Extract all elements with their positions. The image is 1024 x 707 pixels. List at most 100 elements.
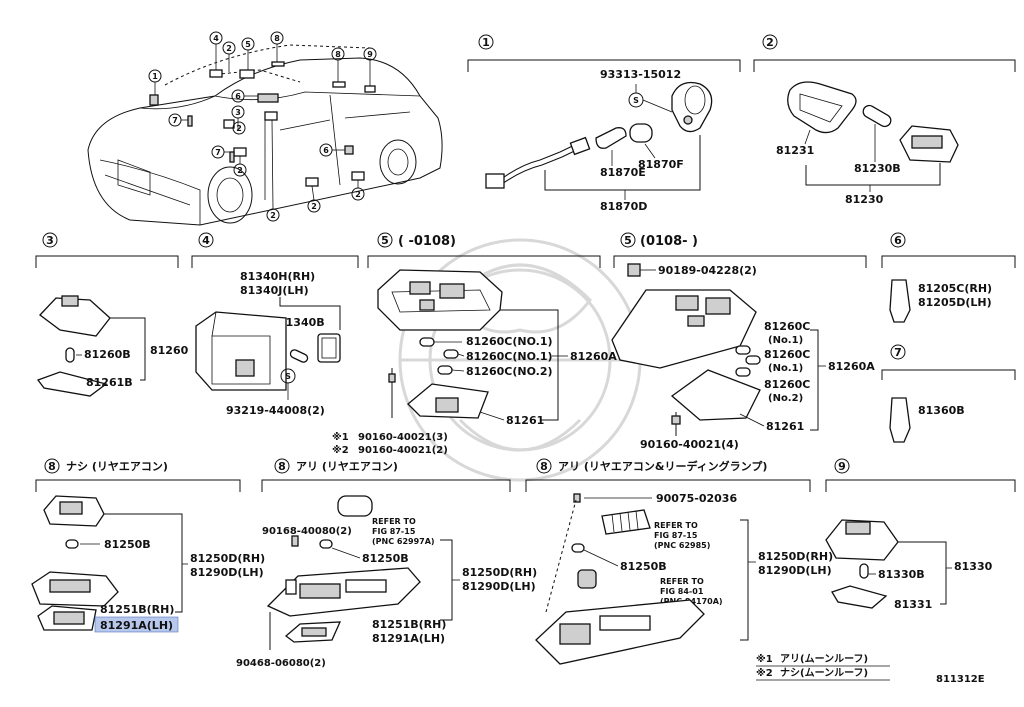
svg-text:81340J(LH): 81340J(LH) (240, 284, 309, 297)
svg-text:7: 7 (215, 148, 221, 157)
car-callout-2f[interactable]: 2 (351, 180, 365, 201)
svg-text:81340H(RH): 81340H(RH) (240, 270, 315, 283)
svg-text:81360B: 81360B (918, 404, 965, 417)
svg-text:81870E: 81870E (600, 166, 646, 179)
svg-text:2: 2 (311, 202, 317, 211)
part-81291A-highlighted[interactable]: 81291A(LH) (100, 619, 173, 632)
svg-text:(No.1): (No.1) (768, 335, 803, 346)
svg-text:90468-06080(2): 90468-06080(2) (236, 658, 326, 669)
svg-text:3: 3 (46, 234, 54, 247)
svg-text:90189-04228(2): 90189-04228(2) (658, 264, 757, 277)
svg-text:81250D(RH): 81250D(RH) (190, 552, 265, 565)
svg-text:81230: 81230 (845, 193, 884, 206)
svg-text:81260C(NO.1): 81260C(NO.1) (466, 335, 553, 348)
highlight-81291A (94, 616, 179, 633)
section-2: 2 81231 81230B 81230 (753, 34, 1016, 206)
svg-text:81260C: 81260C (764, 320, 810, 333)
svg-text:81261: 81261 (766, 420, 804, 433)
svg-text:93219-44008(2): 93219-44008(2) (226, 404, 325, 417)
section-8c: 8 アリ (リヤエアコン&リーディングランプ) 90075-02036 REFE… (525, 458, 833, 665)
svg-text:(PNC 62985): (PNC 62985) (654, 541, 710, 550)
section-1: 1 93313-15012 S 81870E 81870F 81870D (467, 34, 741, 213)
svg-text:2: 2 (766, 36, 774, 49)
car-callout-1[interactable]: 1 (148, 69, 162, 95)
car-callout-9[interactable]: 9 (363, 47, 377, 86)
svg-text:81260A: 81260A (828, 360, 875, 373)
svg-text:81331: 81331 (894, 598, 932, 611)
svg-text:81260C(NO.2): 81260C(NO.2) (466, 365, 553, 378)
svg-text:4: 4 (213, 34, 219, 43)
svg-text:81231: 81231 (776, 144, 814, 157)
svg-text:S: S (633, 96, 639, 105)
svg-text:アリ(ムーンルーフ): アリ(ムーンルーフ) (780, 653, 868, 665)
car-callout-2d[interactable]: 2 (266, 119, 280, 222)
svg-text:5: 5 (624, 234, 632, 247)
svg-text:FIG 87-15: FIG 87-15 (372, 527, 416, 536)
figure-id: 811312E (936, 674, 985, 685)
svg-text:(PNC 62997A): (PNC 62997A) (372, 537, 435, 546)
car-callout-3[interactable]: 3 (231, 105, 245, 130)
car-callout-7b[interactable]: 7 (211, 145, 230, 159)
car-callout-2b[interactable]: 2 (232, 121, 246, 135)
svg-text:81870F: 81870F (638, 158, 684, 171)
svg-text:81205D(LH): 81205D(LH) (918, 296, 992, 309)
svg-text:2: 2 (237, 166, 243, 175)
svg-text:7: 7 (894, 346, 902, 359)
svg-text:2: 2 (355, 190, 361, 199)
svg-text:(0108- ): (0108- ) (640, 234, 698, 249)
svg-text:(No.2): (No.2) (768, 393, 803, 404)
svg-text:1: 1 (482, 36, 490, 49)
svg-text:※2: ※2 (332, 444, 349, 456)
car-callout-5[interactable]: 5 (241, 37, 255, 70)
car-callout-6b[interactable]: 6 (319, 143, 345, 157)
svg-text:81250B: 81250B (362, 552, 409, 565)
footnotes: ※1 アリ(ムーンルーフ) ※2 ナシ(ムーンルーフ) (756, 653, 890, 681)
section-5b: 5 (0108- ) 90189-04228(2) 81260C (No.1) … (611, 232, 875, 451)
svg-text:90160-40021(3): 90160-40021(3) (358, 432, 448, 443)
car-callout-7a[interactable]: 7 (168, 113, 188, 127)
svg-text:アリ (リヤエアコン&リーディングランプ): アリ (リヤエアコン&リーディングランプ) (558, 459, 767, 473)
svg-text:( -0108): ( -0108) (398, 234, 456, 249)
svg-text:※2: ※2 (756, 667, 773, 679)
car-callout-2a[interactable]: 2 (222, 41, 236, 72)
car-callout-6a[interactable]: 6 (231, 89, 258, 103)
section-4: 4 81340H(RH) 81340J(LH) 81340B S 93219-4… (191, 232, 359, 417)
svg-text:81250D(RH): 81250D(RH) (758, 550, 833, 563)
svg-text:6: 6 (235, 92, 241, 101)
svg-text:5: 5 (245, 40, 251, 49)
svg-text:2: 2 (226, 44, 232, 53)
svg-text:81250B: 81250B (104, 538, 151, 551)
svg-text:5: 5 (381, 234, 389, 247)
svg-text:81260A: 81260A (570, 350, 617, 363)
svg-text:REFER TO: REFER TO (660, 577, 704, 586)
svg-text:81251B(RH): 81251B(RH) (372, 618, 446, 631)
svg-text:81260C: 81260C (764, 348, 810, 361)
svg-text:2: 2 (236, 124, 242, 133)
svg-text:6: 6 (894, 234, 902, 247)
svg-text:S: S (285, 372, 291, 381)
car-callout-2e[interactable]: 2 (307, 185, 321, 213)
svg-text:FIG 84-01: FIG 84-01 (660, 587, 704, 596)
section-8b: 8 アリ (リヤエアコン) REFER TO FIG 87-15 (PNC 62… (236, 458, 537, 669)
svg-text:81291A(LH): 81291A(LH) (372, 632, 445, 645)
svg-text:81260C: 81260C (764, 378, 810, 391)
svg-text:81260: 81260 (150, 344, 189, 357)
section-5a: 5 ( -0108) 81260C(NO.1) 81260C(NO.1) 812… (332, 232, 617, 456)
svg-text:FIG 87-15: FIG 87-15 (654, 531, 698, 540)
svg-text:REFER TO: REFER TO (654, 521, 698, 530)
svg-text:81261: 81261 (506, 414, 544, 427)
svg-text:8: 8 (278, 460, 286, 473)
svg-text:8: 8 (540, 460, 548, 473)
car-callout-2c[interactable]: 2 (233, 156, 247, 177)
svg-text:81205C(RH): 81205C(RH) (918, 282, 992, 295)
svg-text:93313-15012: 93313-15012 (600, 68, 681, 81)
svg-text:81250D(RH): 81250D(RH) (462, 566, 537, 579)
svg-text:81340B: 81340B (278, 316, 325, 329)
svg-text:81330B: 81330B (878, 568, 925, 581)
car-callout-8a[interactable]: 8 (270, 31, 284, 62)
car-callout-4a[interactable]: 4 (209, 31, 223, 70)
svg-text:2: 2 (270, 211, 276, 220)
svg-text:81250B: 81250B (620, 560, 667, 573)
svg-text:9: 9 (838, 460, 846, 473)
car-callout-8b[interactable]: 8 (331, 47, 345, 82)
